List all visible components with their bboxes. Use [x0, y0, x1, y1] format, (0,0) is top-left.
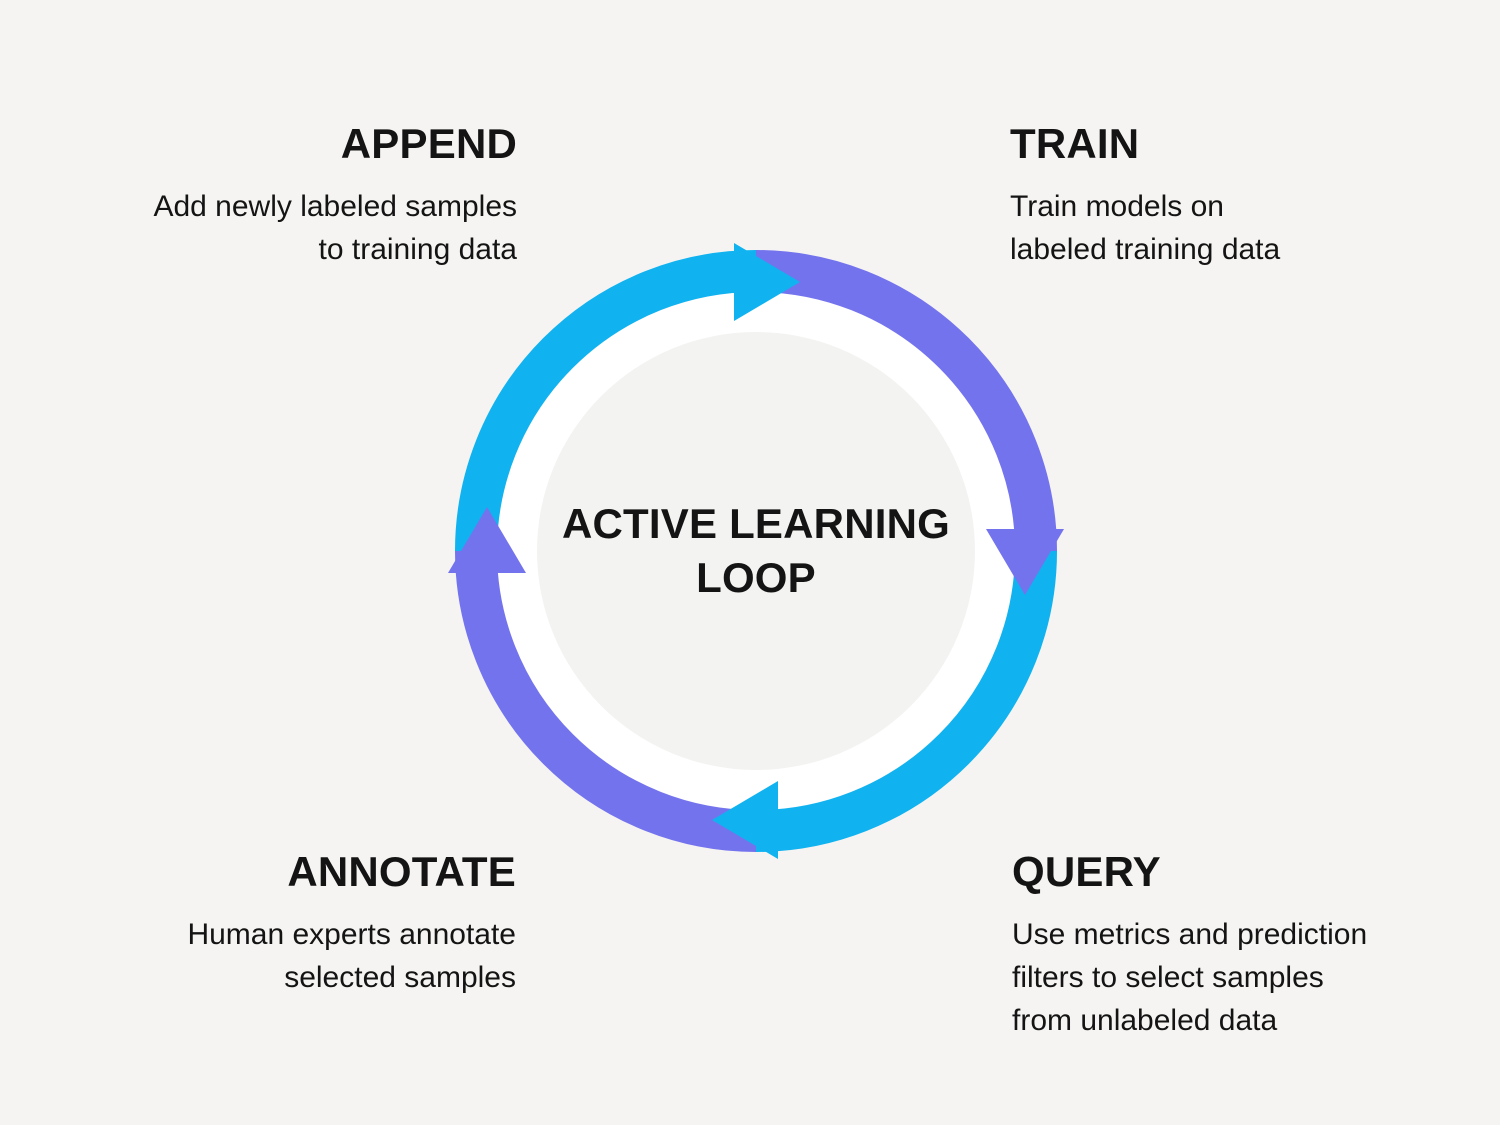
stage-train-title: TRAIN [1010, 120, 1140, 167]
stage-train-desc-line: labeled training data [1010, 233, 1281, 266]
cyan-arc-top-left [455, 250, 757, 552]
cyan-arc-bottom-right [755, 550, 1057, 852]
purple-arrowhead-right-icon [986, 529, 1064, 595]
stage-append-desc-line: Add newly labeled samples [153, 190, 517, 223]
stage-train-description: Train models on labeled training data [1010, 185, 1280, 271]
stage-query-title: QUERY [1012, 848, 1161, 895]
stage-annotate: ANNOTATE Human experts annotate selected… [187, 851, 516, 999]
stage-annotate-description: Human experts annotate selected samples [187, 913, 516, 999]
loop-center-title-line2: LOOP [696, 554, 816, 601]
stage-append-description: Add newly labeled samples to training da… [153, 185, 517, 271]
stage-annotate-desc-line: Human experts annotate [187, 918, 516, 951]
stage-append-title: APPEND [340, 120, 517, 167]
purple-arc-top-right [755, 250, 1057, 552]
stage-append-desc-line: to training data [318, 233, 517, 266]
stage-query-desc-line: filters to select samples [1012, 961, 1324, 994]
stage-append: APPEND Add newly labeled samples to trai… [153, 123, 517, 271]
center-disc [537, 332, 975, 770]
stage-query-description: Use metrics and prediction filters to se… [1012, 913, 1367, 1042]
cyan-arrowhead-bottom-icon [712, 781, 778, 859]
stage-train-desc-line: Train models on [1010, 190, 1224, 223]
stage-query-desc-line: from unlabeled data [1012, 1004, 1278, 1037]
purple-arrowhead-left-icon [448, 507, 526, 573]
loop-center-title-line1: ACTIVE LEARNING [561, 500, 951, 547]
loop-center-title: ACTIVE LEARNING LOOP [562, 497, 950, 605]
stage-annotate-title: ANNOTATE [287, 848, 516, 895]
stage-query: QUERY Use metrics and prediction filters… [1012, 851, 1367, 1042]
stage-query-desc-line: Use metrics and prediction [1012, 918, 1368, 951]
stage-train: TRAIN Train models on labeled training d… [1010, 123, 1280, 271]
cyan-arrowhead-top-icon [734, 243, 800, 321]
stage-annotate-desc-line: selected samples [284, 961, 516, 994]
purple-arc-bottom-left [455, 550, 757, 852]
